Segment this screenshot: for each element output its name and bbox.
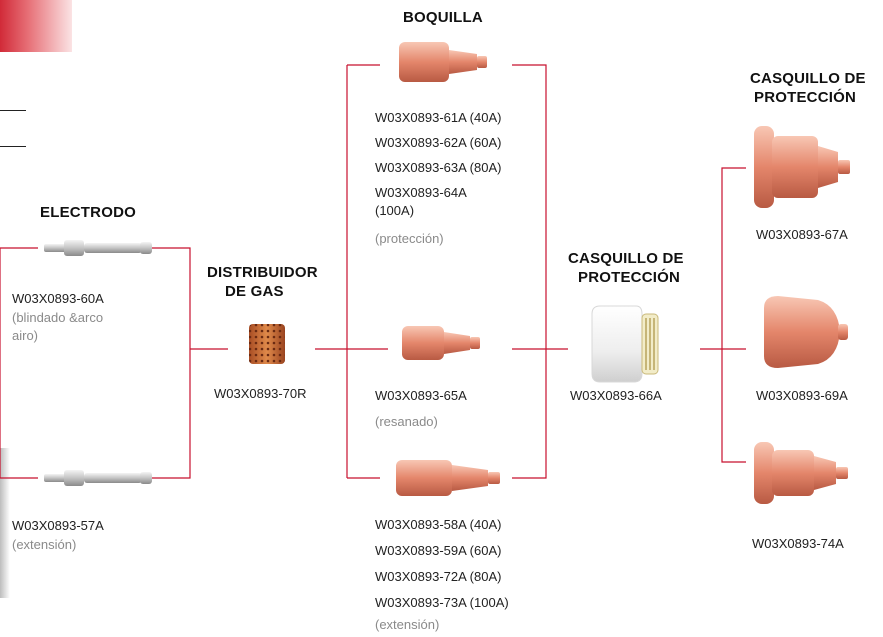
distributor-heading-1: DISTRIBUIDOR — [207, 264, 318, 281]
shield-left-bracket — [721, 167, 746, 463]
nozzle-icon[interactable] — [395, 38, 495, 86]
nozzle-64a-amp: (100A) — [375, 203, 415, 218]
shield-67a-pn: W03X0893-67A — [756, 227, 848, 242]
nozzle-62a-pn: W03X0893-62A (60A) — [375, 135, 502, 150]
nozzle-73a-pn: W03X0893-73A (100A) — [375, 595, 509, 610]
corner-rule-top — [0, 110, 26, 111]
retaining-cup-icon[interactable] — [586, 304, 670, 384]
electrodo-left-bracket — [0, 247, 38, 479]
brand-corner-gradient — [0, 0, 72, 52]
nozzle-icon[interactable] — [398, 322, 488, 364]
gas-distributor-icon[interactable] — [247, 322, 287, 366]
nozzle-right-bracket — [512, 64, 547, 479]
distributor-heading-2: DE GAS — [225, 283, 284, 300]
electrode-60a-note-1: (blindado &arco — [12, 310, 104, 325]
shield-cap-icon[interactable] — [760, 292, 854, 372]
retaining-cup-heading-2: PROTECCIÓN — [578, 269, 681, 286]
nozzle-group3-note: (extensión) — [375, 617, 440, 632]
corner-rule-bottom — [0, 146, 26, 147]
shield-69a-pn: W03X0893-69A — [756, 388, 848, 403]
electrode-57a-note: (extensión) — [12, 537, 77, 552]
shield-cap-icon[interactable] — [752, 438, 862, 510]
nozzle-65a-note: (resanado) — [375, 414, 438, 429]
electrode-60a-pn: W03X0893-60A — [12, 291, 104, 306]
nozzle-63a-pn: W03X0893-63A (80A) — [375, 160, 502, 175]
shield-heading-2: PROTECCIÓN — [754, 89, 857, 106]
retaining-cup-pn: W03X0893-66A — [570, 388, 662, 403]
nozzle-61a-pn: W03X0893-61A (40A) — [375, 110, 502, 125]
nozzle-icon[interactable] — [392, 456, 508, 500]
left-edge-shadow — [0, 448, 10, 598]
electrode-60a-note-2: airo) — [12, 328, 39, 343]
nozzle-64a-pn: W03X0893-64A — [375, 185, 467, 200]
shield-74a-pn: W03X0893-74A — [752, 536, 844, 551]
electrodo-right-bracket — [152, 247, 191, 479]
electrodo-heading: ELECTRODO — [40, 204, 136, 221]
nozzle-left-bracket — [346, 64, 380, 479]
electrode-icon[interactable] — [40, 466, 156, 490]
nozzle-72a-pn: W03X0893-72A (80A) — [375, 569, 502, 584]
electrode-57a-pn: W03X0893-57A — [12, 518, 104, 533]
shield-heading-1: CASQUILLO DE — [750, 70, 866, 87]
distributor-pn: W03X0893-70R — [214, 386, 307, 401]
nozzle-65a-pn: W03X0893-65A — [375, 388, 467, 403]
electrode-icon[interactable] — [40, 236, 156, 260]
shield-cap-icon[interactable] — [752, 122, 862, 212]
nozzle-59a-pn: W03X0893-59A (60A) — [375, 543, 502, 558]
retaining-cup-heading-1: CASQUILLO DE — [568, 250, 684, 267]
boquilla-heading: BOQUILLA — [403, 9, 483, 26]
nozzle-58a-pn: W03X0893-58A (40A) — [375, 517, 502, 532]
nozzle-group1-note: (protección) — [375, 231, 444, 246]
